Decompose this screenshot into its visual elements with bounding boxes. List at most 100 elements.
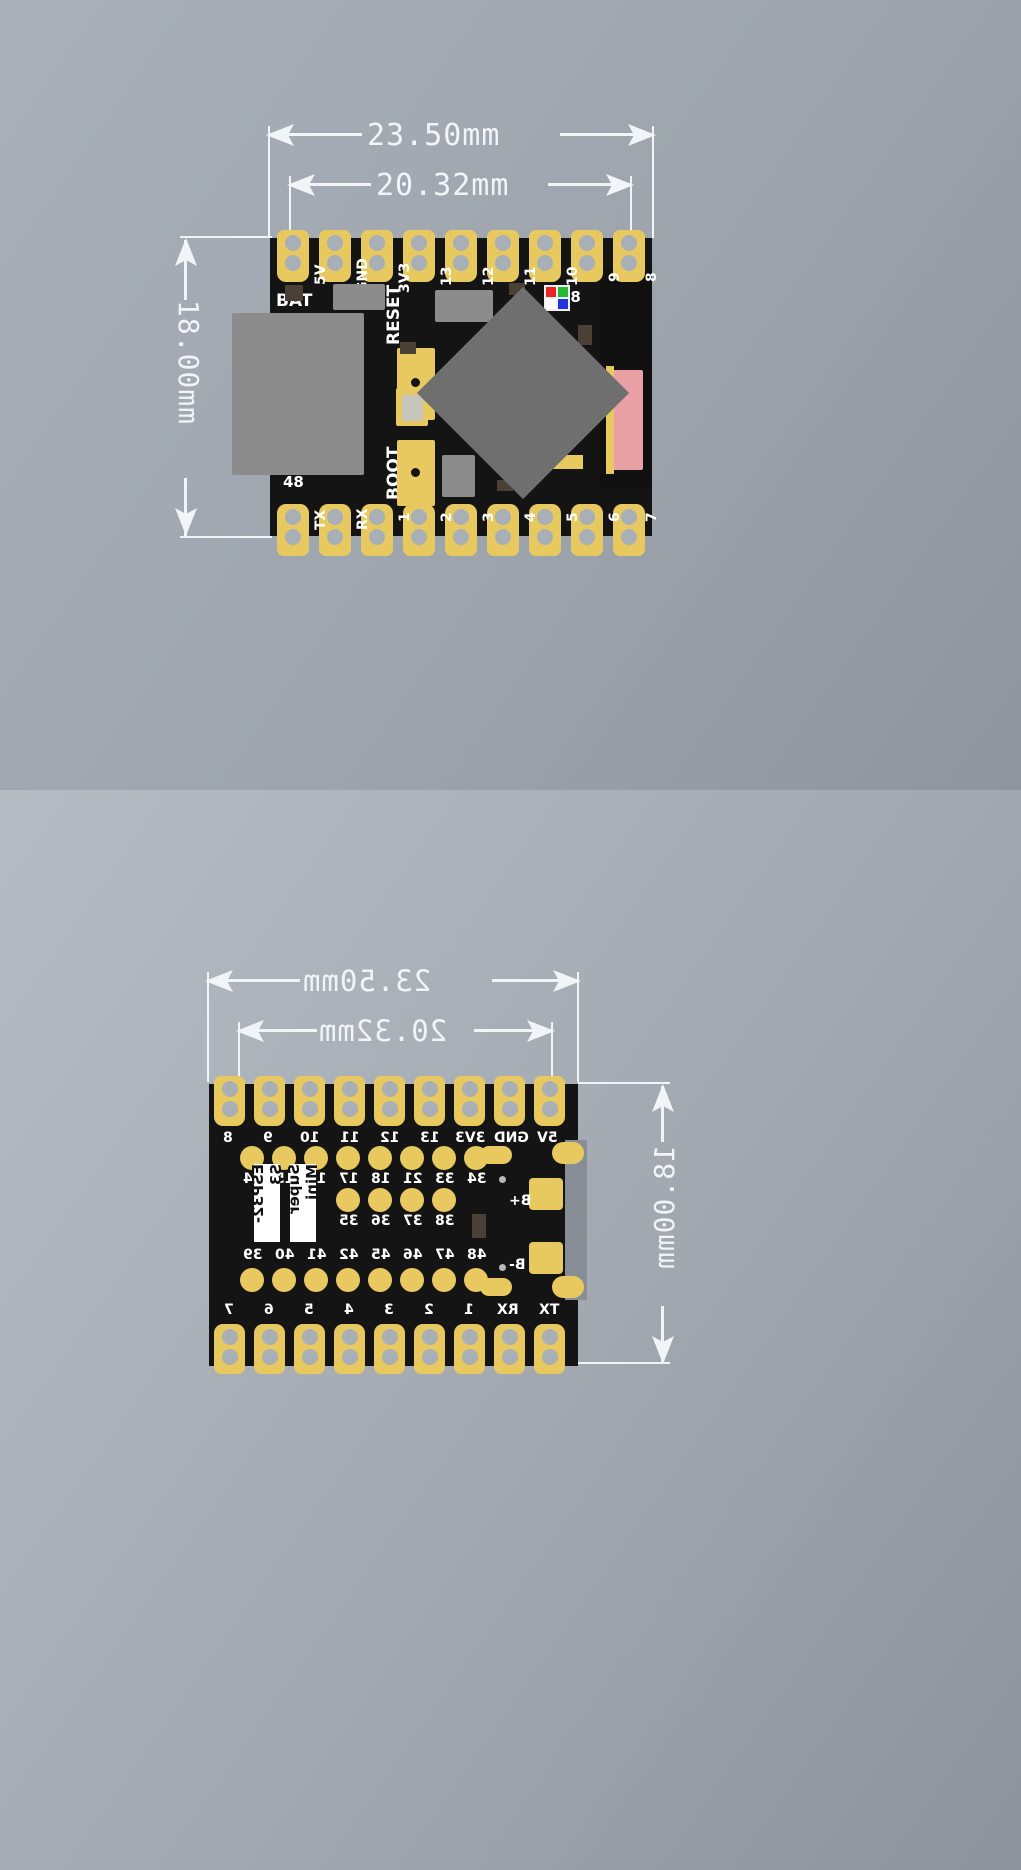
front-bottom-label-0: TX xyxy=(313,509,329,530)
back-dim-inner-line-b xyxy=(474,1029,552,1032)
front-bottom-pad-5 xyxy=(487,504,519,556)
back-dim-outer-extension-right xyxy=(577,972,579,1082)
dim-outer-extension-left xyxy=(268,126,270,238)
front-top-pad-7 xyxy=(571,230,603,282)
back-via-3-3 xyxy=(336,1268,360,1292)
front-bottom-label-6: 5 xyxy=(565,512,581,522)
back-top-pad-2 xyxy=(294,1076,325,1126)
front-bottom-label-7: 6 xyxy=(607,512,623,522)
front-res-a xyxy=(400,342,416,354)
back-via-label-1-5: 21 xyxy=(403,1171,423,1187)
back-via-label-2-3: 38 xyxy=(435,1213,455,1229)
back-via-label-2-2: 37 xyxy=(403,1213,423,1229)
front-top-pad-8 xyxy=(613,230,645,282)
front-crystal xyxy=(402,395,423,421)
back-via-3-2 xyxy=(304,1268,328,1292)
back-dim-inner-label: 20.32mm xyxy=(318,1014,448,1048)
back-bottom-pad-5 xyxy=(414,1324,445,1374)
back-top-pad-0 xyxy=(214,1076,245,1126)
back-top-label-0: 8 xyxy=(223,1130,233,1146)
front-top-label-5: 11 xyxy=(523,266,539,286)
boot-button-hole xyxy=(411,468,420,477)
back-via-label-3-0: 39 xyxy=(243,1247,263,1263)
back-top-pad-3 xyxy=(334,1076,365,1126)
dim-outer-arrow-right xyxy=(628,124,656,146)
front-top-label-8: 8 xyxy=(644,272,660,282)
dim-height-arrow-bottom xyxy=(175,508,197,536)
dim-inner-line-b xyxy=(548,183,630,186)
battery-pad-minus xyxy=(529,1242,563,1274)
dim-height-line-b xyxy=(184,478,187,536)
front-top-pad-1 xyxy=(319,230,351,282)
front-view-panel: 23.50mm 20.32mm 18.00mm 5V GND xyxy=(0,0,1021,790)
front-res-c xyxy=(578,325,592,345)
dim-height-line-a xyxy=(184,240,187,300)
back-via-label-3-7: 48 xyxy=(467,1247,487,1263)
front-bottom-pad-4 xyxy=(445,504,477,556)
back-dim-outer-line-a xyxy=(212,979,300,982)
back-dim-inner-line-a xyxy=(243,1029,317,1032)
usb-connector-frame xyxy=(606,366,614,474)
back-small-via-b xyxy=(499,1264,506,1271)
back-via-label-1-6: 33 xyxy=(435,1171,455,1187)
back-top-label-4: 12 xyxy=(380,1130,400,1146)
front-bottom-pad-3 xyxy=(403,504,435,556)
back-via-2-2 xyxy=(400,1188,424,1212)
back-via-label-2-0: 35 xyxy=(339,1213,359,1229)
reset-button-hole xyxy=(411,378,420,387)
back-top-label-5: 13 xyxy=(420,1130,440,1146)
front-top-label-6: 10 xyxy=(565,266,581,286)
back-oval-pad-c xyxy=(480,1278,512,1296)
dim-outer-line-b xyxy=(560,133,652,136)
back-dim-outer-arrow-left xyxy=(205,970,233,992)
back-top-pad-1 xyxy=(254,1076,285,1126)
back-dim-height-line-b xyxy=(661,1306,664,1362)
dim-inner-arrow-left xyxy=(287,174,315,196)
battery-connector xyxy=(232,313,364,475)
rgb-led-icon xyxy=(544,285,570,311)
back-via-2-1 xyxy=(368,1188,392,1212)
front-bottom-pad-1 xyxy=(319,504,351,556)
front-top-pad-4 xyxy=(445,230,477,282)
front-top-label-7: 9 xyxy=(607,272,623,282)
front-top-label-4: 12 xyxy=(481,266,497,286)
back-via-2-3 xyxy=(432,1188,456,1212)
back-top-label-8: 5V xyxy=(537,1130,558,1146)
back-bottom-label-6: 1 xyxy=(464,1302,474,1318)
back-bottom-label-1: 6 xyxy=(264,1302,274,1318)
front-cap-a xyxy=(285,285,303,301)
dim-inner-line-a xyxy=(293,183,371,186)
back-bottom-label-4: 3 xyxy=(384,1302,394,1318)
back-via-1-4 xyxy=(368,1146,392,1170)
dim-height-extension-bottom xyxy=(180,536,272,538)
back-bottom-pad-6 xyxy=(454,1324,485,1374)
back-top-label-3: 11 xyxy=(340,1130,360,1146)
back-via-label-1-4: 18 xyxy=(371,1171,391,1187)
back-dim-inner-extension-right xyxy=(551,1022,553,1082)
back-dim-height-arrow-bottom xyxy=(652,1336,674,1364)
back-oval-pad-d xyxy=(552,1276,584,1298)
front-bottom-pad-6 xyxy=(529,504,561,556)
back-via-label-2-1: 36 xyxy=(371,1213,391,1229)
back-via-1-6 xyxy=(432,1146,456,1170)
back-bottom-pad-7 xyxy=(494,1324,525,1374)
rgb-led-blue xyxy=(558,299,568,309)
front-ic-b xyxy=(442,455,475,497)
back-via-label-1-3: 17 xyxy=(339,1171,359,1187)
back-dim-outer-extension-left xyxy=(207,972,209,1082)
front-bottom-pad-8 xyxy=(613,504,645,556)
back-dim-height-extension-bottom xyxy=(578,1362,670,1364)
rgb-led-red xyxy=(546,287,556,297)
dim-height-arrow-top xyxy=(175,238,197,266)
back-dim-height-arrow-top xyxy=(652,1084,674,1112)
back-dim-outer-label: 23.50mm xyxy=(302,964,432,998)
front-top-pad-2 xyxy=(361,230,393,282)
back-dim-height-extension-top xyxy=(578,1082,670,1084)
back-bottom-label-7: RX xyxy=(497,1302,519,1318)
front-top-pad-5 xyxy=(487,230,519,282)
front-bottom-label-3: 2 xyxy=(439,512,455,522)
front-top-label-3: 13 xyxy=(439,266,455,286)
back-usb-outline xyxy=(565,1140,587,1300)
back-bottom-label-3: 4 xyxy=(344,1302,354,1318)
